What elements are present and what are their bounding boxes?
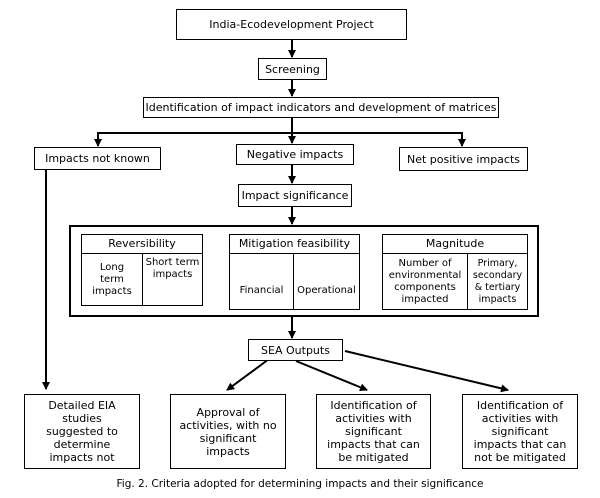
non-mitigable-impacts-output: Identification of activities with signif…	[462, 394, 578, 469]
arrow-sea-to-approval	[226, 358, 270, 391]
magnitude-group: Magnitude Number of environmental compon…	[382, 234, 528, 310]
eia-studies-output: Detailed EIA studies suggested to determ…	[24, 394, 140, 469]
identification-node: Identification of impact indicators and …	[143, 97, 499, 118]
environmental-components-cell: Number of environmental components impac…	[388, 257, 462, 305]
short-term-impacts-cell: Short term impacts	[142, 254, 202, 305]
criteria-panel: Reversibility Long term impacts Short te…	[69, 225, 539, 317]
mitigation-feasibility-title: Mitigation feasibility	[230, 235, 359, 254]
financial-cell: Financial	[239, 285, 284, 296]
negative-impacts-node: Negative impacts	[236, 144, 354, 165]
net-positive-impacts-node: Net positive impacts	[399, 147, 528, 171]
arrow-identification-to-net-positive	[292, 132, 466, 147]
project-node: India-Ecodevelopment Project	[176, 9, 407, 40]
impacts-not-known-node: Impacts not known	[34, 147, 161, 170]
screening-node: Screening	[258, 58, 327, 80]
arrow-sea-to-mitigable	[295, 360, 368, 392]
arrow-sea-to-not-mitigable	[344, 350, 509, 393]
magnitude-title: Magnitude	[383, 235, 527, 254]
operational-cell: Operational	[293, 254, 359, 309]
long-term-impacts-cell: Long term impacts	[92, 261, 132, 297]
reversibility-title: Reversibility	[82, 235, 202, 254]
figure-caption: Fig. 2. Criteria adopted for determining…	[116, 478, 484, 490]
mitigation-feasibility-group: Mitigation feasibility Financial Operati…	[229, 234, 360, 310]
mitigable-impacts-output: Identification of activities with signif…	[316, 394, 431, 469]
sea-outputs-node: SEA Outputs	[248, 339, 343, 361]
impact-significance-node: Impact significance	[238, 184, 352, 207]
arrow-identification-to-not-known	[94, 132, 292, 147]
approval-output: Approval of activities, with no signific…	[170, 394, 286, 469]
reversibility-group: Reversibility Long term impacts Short te…	[81, 234, 203, 306]
primary-secondary-tertiary-cell: Primary, secondary & tertiary impacts	[467, 254, 527, 309]
